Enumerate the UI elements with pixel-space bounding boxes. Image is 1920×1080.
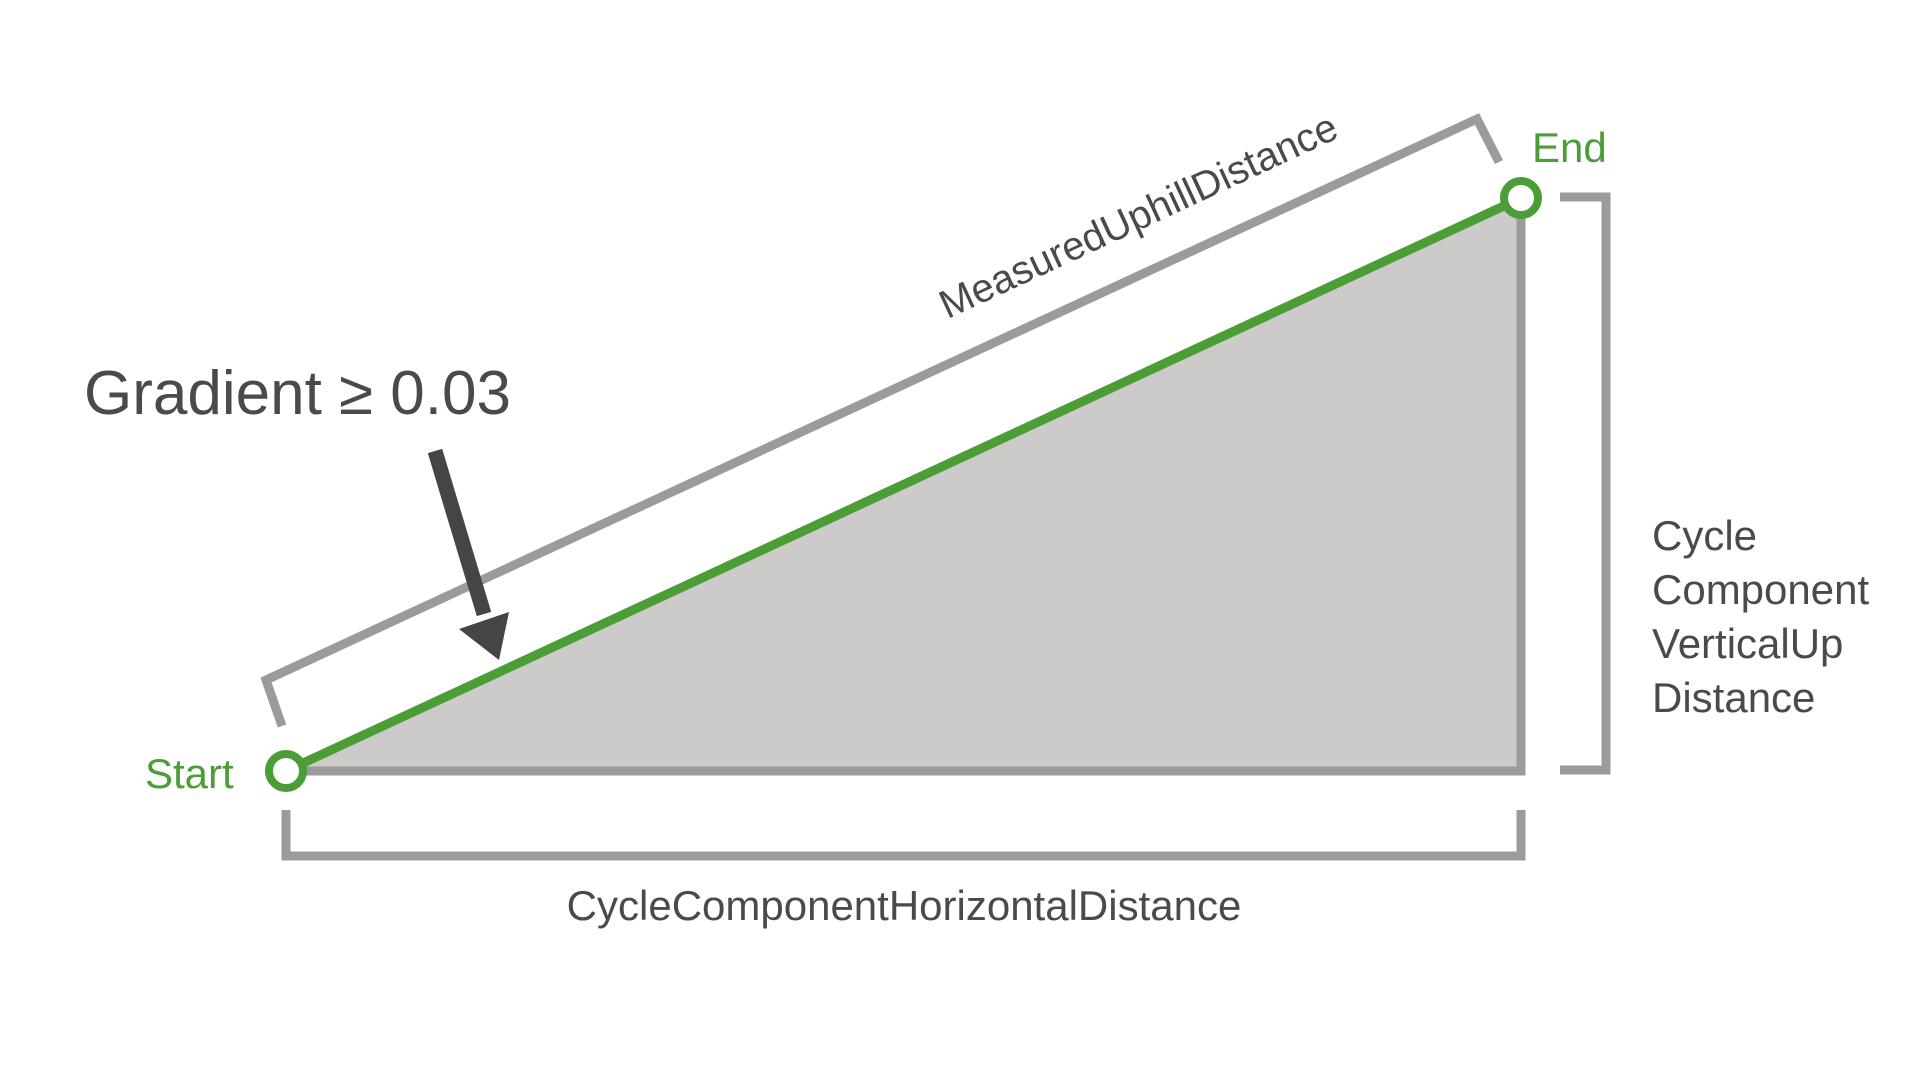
horizontal-label: CycleComponentHorizontalDistance <box>567 882 1242 929</box>
horizontal-bracket <box>281 810 1526 861</box>
end-label: End <box>1532 124 1607 171</box>
arrow-icon <box>427 448 509 660</box>
hypotenuse-label: MeasuredUphillDistance <box>933 105 1345 327</box>
vertical-label-line: Distance <box>1652 674 1815 721</box>
start-label: Start <box>145 750 234 797</box>
vertical-bracket <box>1560 192 1611 775</box>
end-point <box>1500 177 1542 219</box>
vertical-label-line: VerticalUp <box>1652 620 1843 667</box>
start-point <box>265 750 307 792</box>
vertical-label-line: Cycle <box>1652 512 1757 559</box>
gradient-title: Gradient ≥ 0.03 <box>84 359 511 428</box>
vertical-label-line: Component <box>1652 566 1869 613</box>
slope-line <box>284 193 1523 776</box>
hypotenuse-bracket <box>260 113 1504 728</box>
